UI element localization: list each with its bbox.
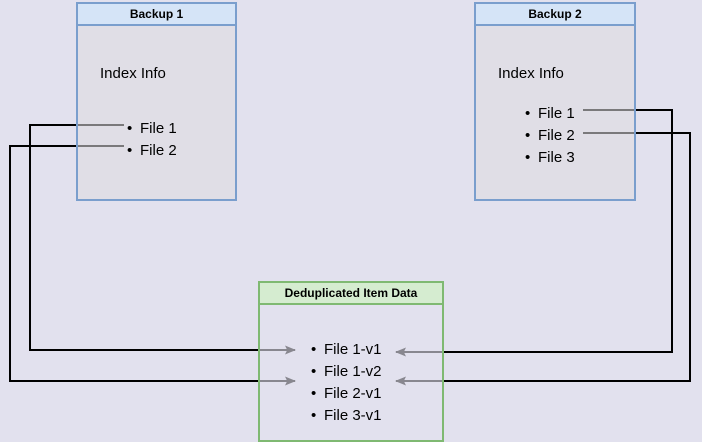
node-deduplicated-item-data[interactable]: Deduplicated Item Data File 1-v1 File 1-… — [258, 281, 444, 442]
connector-backup1-file2-to-file2v1 — [9, 145, 296, 386]
node-backup-2-title: Backup 2 — [476, 4, 634, 26]
list-item[interactable]: File 3-v1 — [311, 405, 381, 427]
list-item[interactable]: File 1-v2 — [311, 361, 381, 383]
backup-1-file-list: File 1 File 2 — [126, 118, 177, 162]
list-item[interactable]: File 2-v1 — [311, 383, 381, 405]
deduplicated-file-list: File 1-v1 File 1-v2 File 2-v1 File 3-v1 — [310, 339, 381, 427]
node-backup-1[interactable]: Backup 1 Index Info File 1 File 2 — [76, 2, 237, 201]
list-item[interactable]: File 1 — [127, 118, 177, 140]
node-backup-1-title: Backup 1 — [78, 4, 235, 26]
backup-1-index-info-label: Index Info — [100, 65, 166, 82]
node-backup-2-body: Index Info File 1 File 2 File 3 — [476, 26, 634, 199]
list-item[interactable]: File 2 — [127, 140, 177, 162]
node-backup-1-body: Index Info File 1 File 2 — [78, 26, 235, 199]
node-deduplicated-item-data-body: File 1-v1 File 1-v2 File 2-v1 File 3-v1 — [260, 305, 442, 440]
list-item[interactable]: File 1 — [525, 103, 575, 125]
node-deduplicated-item-data-title: Deduplicated Item Data — [260, 283, 442, 305]
list-item[interactable]: File 1-v1 — [311, 339, 381, 361]
list-item[interactable]: File 3 — [525, 147, 575, 169]
connector-backup2-file2-to-file2v1 — [395, 132, 691, 386]
node-backup-2[interactable]: Backup 2 Index Info File 1 File 2 File 3 — [474, 2, 636, 201]
backup-2-file-list: File 1 File 2 File 3 — [524, 103, 575, 169]
list-item[interactable]: File 2 — [525, 125, 575, 147]
backup-2-index-info-label: Index Info — [498, 65, 564, 82]
